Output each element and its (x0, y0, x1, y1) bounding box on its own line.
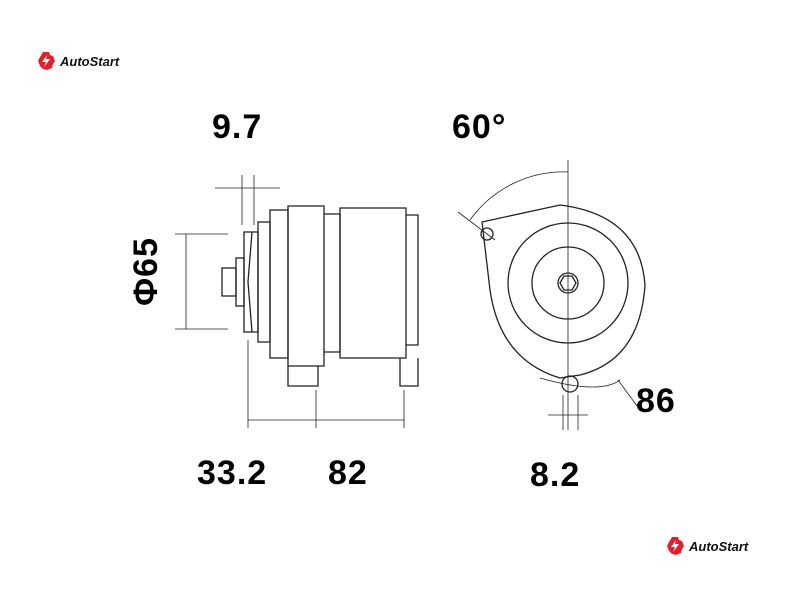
gear-bolt-icon (38, 52, 55, 70)
brand-logo-bottom: AutoStart (665, 536, 748, 556)
dim-angle: 60° (452, 108, 507, 146)
dim-mount-width: 8.2 (530, 456, 581, 494)
dim-diameter: Φ65 (126, 237, 165, 306)
dim-pulley-width: 9.7 (212, 108, 263, 146)
dim-body-length: 82 (328, 454, 368, 492)
brand-logo-top: AutoStart (36, 51, 119, 71)
gear-bolt-icon (667, 537, 684, 555)
brand-name: AutoStart (60, 53, 120, 69)
side-view (175, 175, 419, 428)
dim-radius: 86 (636, 382, 676, 420)
front-view (457, 160, 646, 430)
brand-name: AutoStart (689, 538, 749, 554)
dim-front-length: 33.2 (197, 454, 268, 492)
